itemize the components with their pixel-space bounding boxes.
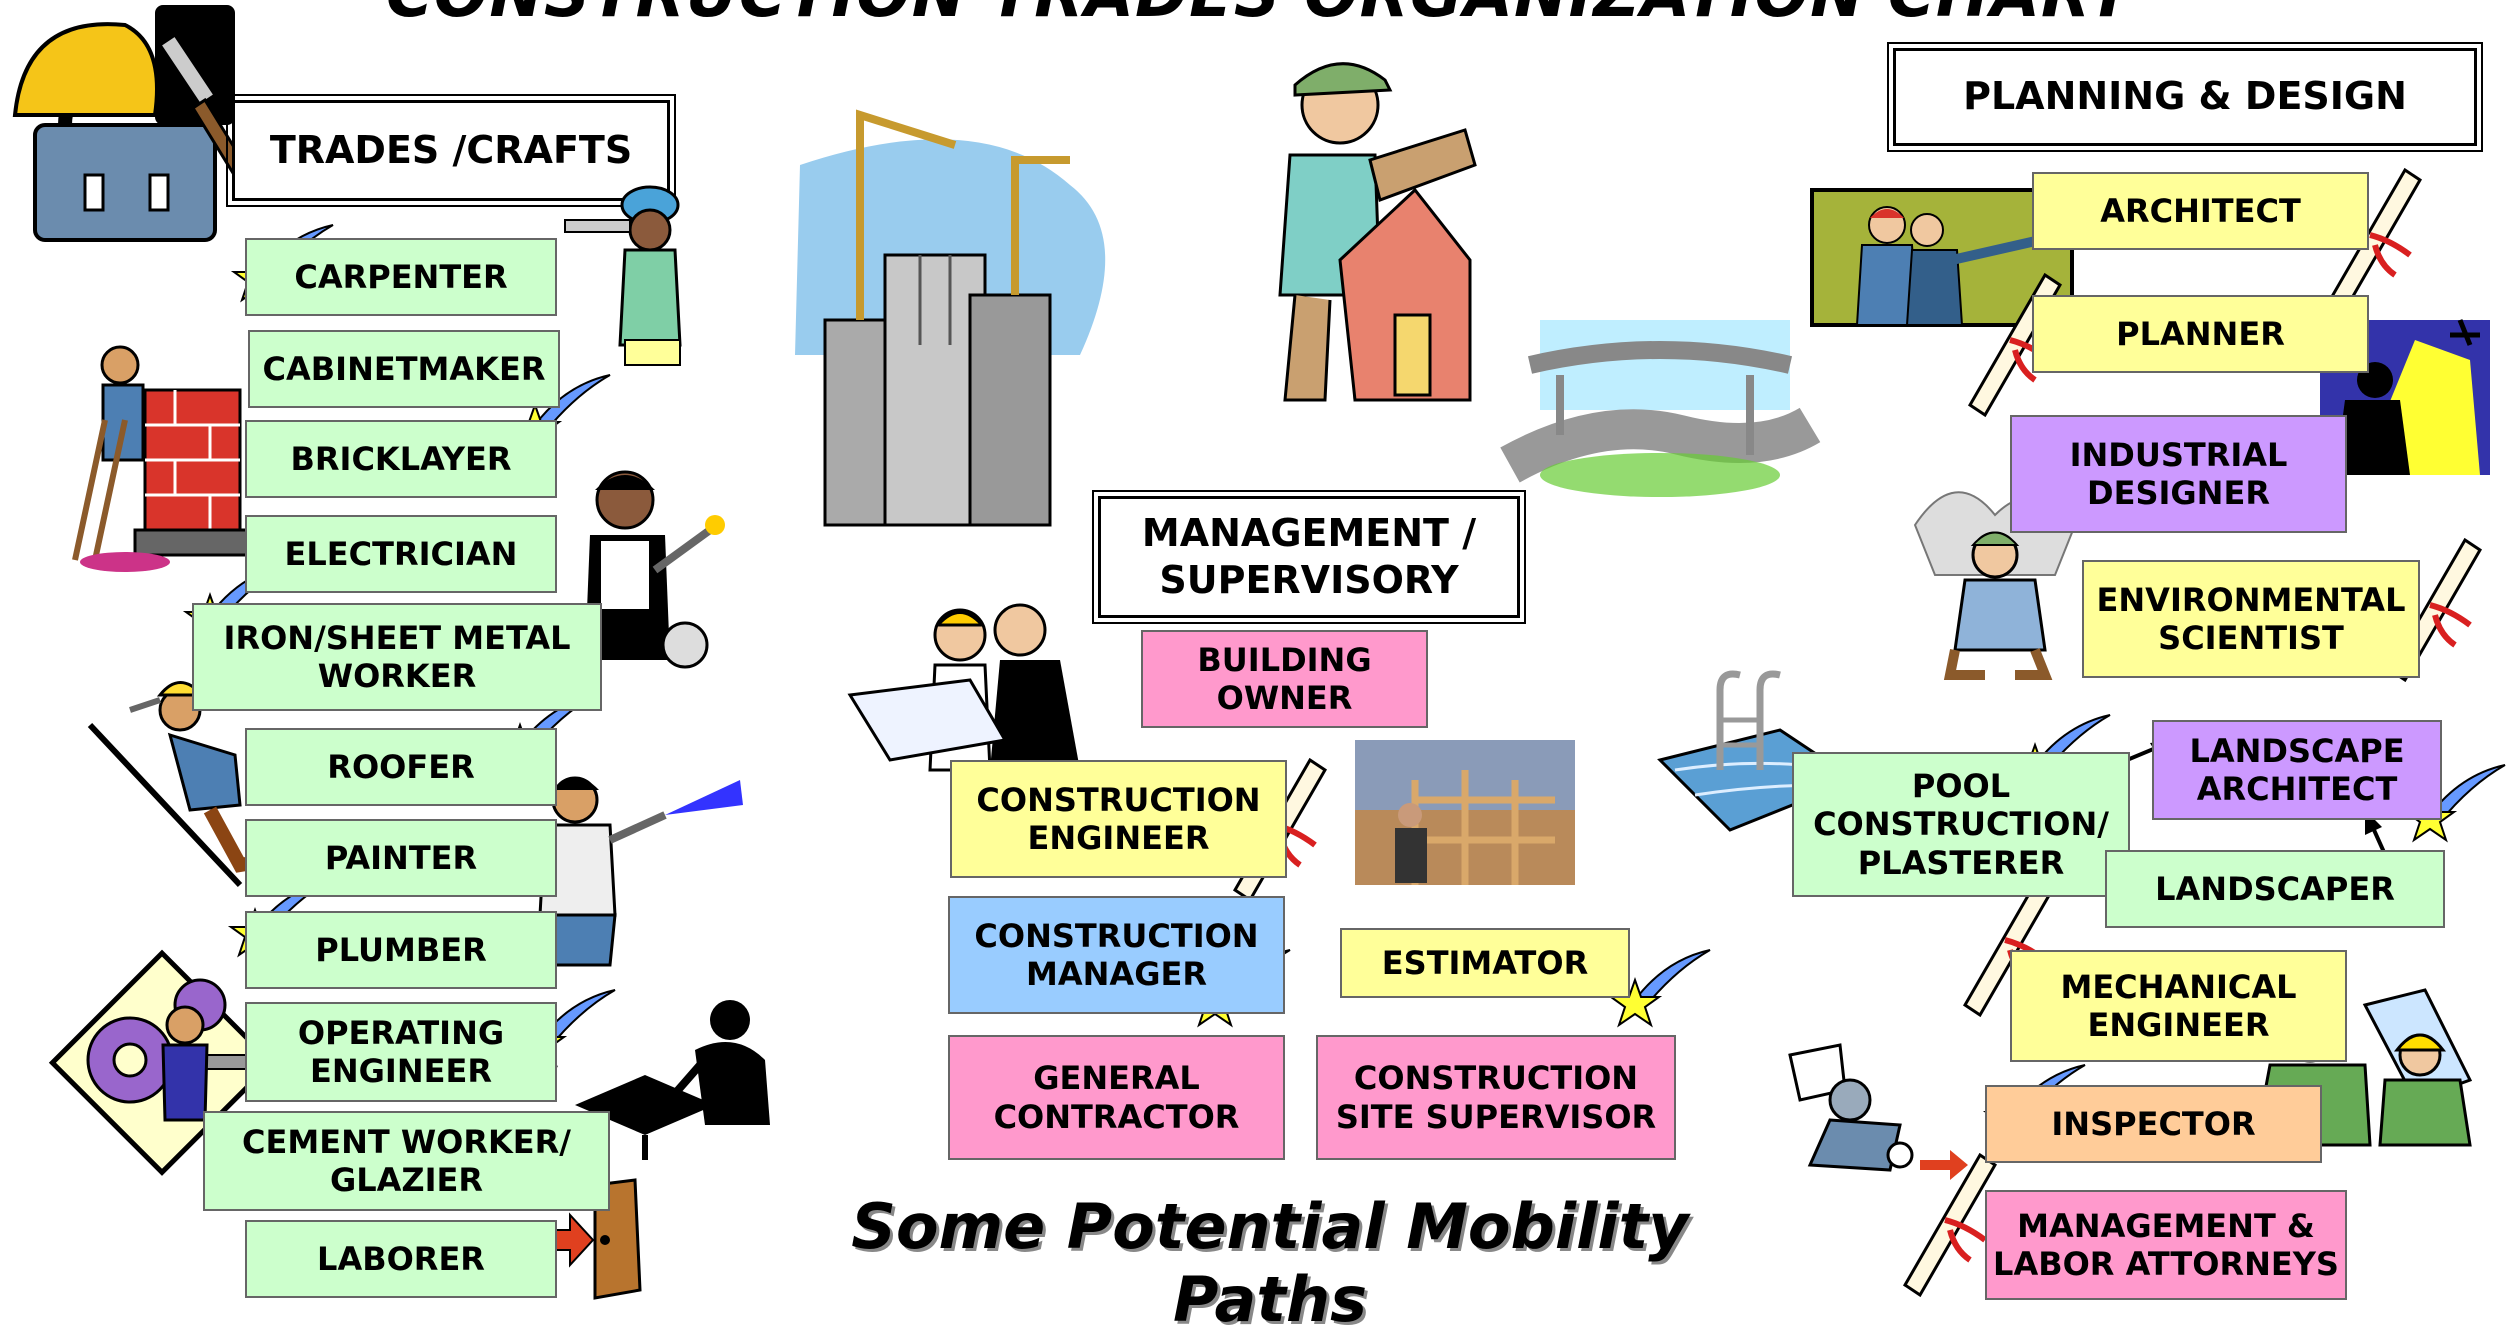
box-plumber: PLUMBER (245, 911, 557, 989)
bricklayer-icon (72, 345, 252, 572)
box-building-owner: BUILDING OWNER (1141, 630, 1428, 728)
highway-icon (1500, 320, 1821, 497)
management-header: MANAGEMENT / SUPERVISORY (1092, 490, 1526, 624)
box-inspector: INSPECTOR (1985, 1085, 2322, 1163)
engineers-blueprint-icon (847, 603, 1080, 772)
box-estimator: ESTIMATOR (1340, 928, 1630, 998)
mobility-caption: Some Potential Mobility Paths (851, 1190, 1689, 1336)
box-iron-sheet-metal-worker: IRON/SHEET METAL WORKER (192, 603, 602, 711)
box-operating-engineer: OPERATING ENGINEER (245, 1002, 557, 1102)
box-landscaper: LANDSCAPER (2105, 850, 2445, 928)
drafting-lamp-icon (2320, 319, 2490, 475)
box-industrial-designer: INDUSTRIAL DESIGNER (2010, 415, 2347, 533)
hard-hat-toolbox-icon (12, 5, 248, 242)
box-planner: PLANNER (2032, 295, 2369, 373)
trades-header: TRADES /CRAFTS (226, 94, 676, 207)
box-roofer: ROOFER (245, 728, 557, 806)
welder-icon (585, 470, 725, 669)
carpenter-worker-icon (564, 185, 682, 366)
cement-worker-icon (572, 1000, 770, 1161)
box-construction-site-supervisor: CONSTRUCTION SITE SUPERVISOR (1316, 1035, 1676, 1160)
box-electrician: ELECTRICIAN (245, 515, 557, 593)
planning-header: PLANNING & DESIGN (1887, 42, 2483, 152)
box-painter: PAINTER (245, 819, 557, 897)
box-management-labor-attorneys: MANAGEMENT & LABOR ATTORNEYS (1985, 1190, 2347, 1300)
chart-title: CONSTRUCTION TRADES ORGANIZATION CHART (0, 0, 2519, 32)
box-carpenter: CARPENTER (245, 238, 557, 316)
box-mechanical-engineer: MECHANICAL ENGINEER (2010, 950, 2347, 1062)
box-bricklayer: BRICKLAYER (245, 420, 557, 498)
box-landscape-architect: LANDSCAPE ARCHITECT (2152, 720, 2442, 820)
box-construction-engineer: CONSTRUCTION ENGINEER (950, 760, 1287, 878)
shooting-star-icon (1607, 949, 1711, 1028)
box-laborer: LABORER (245, 1220, 557, 1298)
box-pool-construction-plasterer: POOL CONSTRUCTION/ PLASTERER (1792, 752, 2130, 897)
box-general-contractor: GENERAL CONTRACTOR (948, 1035, 1285, 1160)
box-environmental-scientist: ENVIRONMENTAL SCIENTIST (2082, 560, 2420, 678)
builder-house-icon (1278, 62, 1477, 402)
city-cranes-icon (795, 109, 1106, 527)
scientist-field-icon (1913, 491, 2077, 680)
construction-site-photo-icon (1355, 740, 1575, 885)
painter-sprayer-icon (538, 776, 743, 967)
box-cement-worker-glazier: CEMENT WORKER/ GLAZIER (203, 1111, 610, 1211)
inspector-magnifier-icon (1788, 1043, 1968, 1180)
box-cabinetmaker: CABINETMAKER (248, 330, 560, 408)
box-architect: ARCHITECT (2032, 172, 2369, 250)
box-construction-manager: CONSTRUCTION MANAGER (948, 896, 1285, 1014)
